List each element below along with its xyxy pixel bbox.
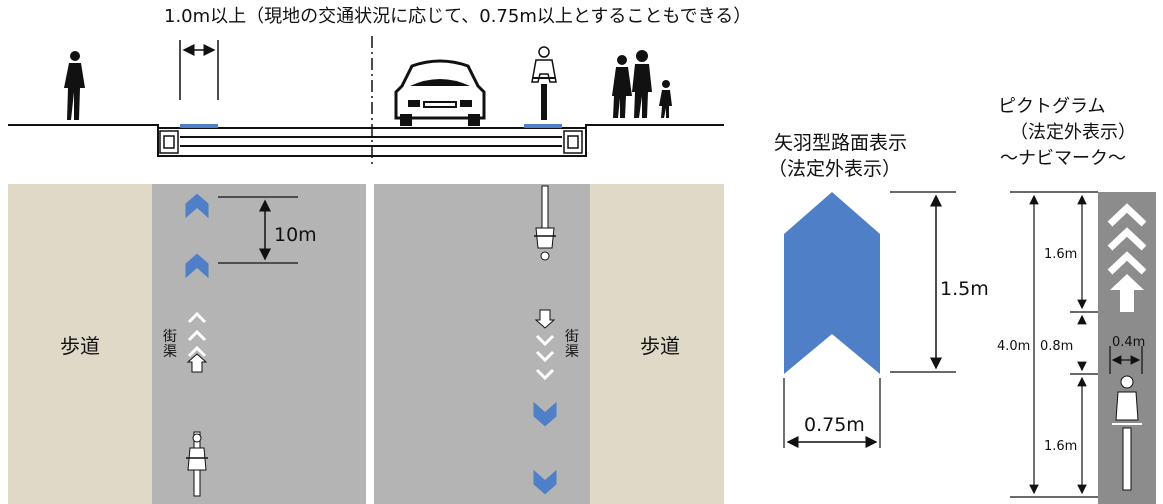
sidewalk-right xyxy=(590,184,724,504)
bike-icon-left xyxy=(186,431,208,497)
arrow-marking-height: 1.5m xyxy=(940,278,989,300)
sidewalk-label-left: 歩道 xyxy=(60,334,100,358)
arrow-marking-detail xyxy=(783,191,956,448)
pictogram-detail xyxy=(1010,191,1156,504)
pictogram-left xyxy=(186,312,208,497)
cyclist-icon xyxy=(531,46,557,120)
car-icon xyxy=(394,59,486,126)
width-note: 1.0m以上（現地の交通状況に応じて、0.75m以上とすることもできる） xyxy=(164,6,752,27)
ground-line-right xyxy=(585,124,724,128)
bike-icon-right xyxy=(534,185,556,261)
arrow-spacing-label: 10m xyxy=(274,224,317,246)
pictogram-title-1: ピクトグラム xyxy=(998,96,1106,117)
cross-section xyxy=(8,36,724,168)
blue-marking-right xyxy=(524,124,562,128)
pictogram-segment-gap: 0.8m xyxy=(1040,339,1074,354)
arrow-marking-shape xyxy=(784,192,880,374)
sidewalk-label-right: 歩道 xyxy=(640,334,680,358)
pictogram-width: 0.4m xyxy=(1112,335,1146,350)
pictogram-segment-bottom: 1.6m xyxy=(1044,439,1078,454)
pictogram-title-2: （法定外表示） xyxy=(1010,122,1136,143)
arrow-marking-title-1: 矢羽型路面表示 xyxy=(774,132,908,154)
sidewalk-left xyxy=(8,184,152,504)
pictogram-segment-top: 1.6m xyxy=(1044,247,1078,262)
gutter-label-right: 街渠 xyxy=(565,329,579,360)
pictogram-total-length: 4.0m xyxy=(997,339,1031,354)
pedestrian-icon xyxy=(64,51,85,120)
plan-view xyxy=(8,184,724,504)
pictogram-bike-icon xyxy=(1112,375,1142,491)
road-right xyxy=(374,184,590,504)
gutter-label-left: 街渠 xyxy=(163,329,177,360)
ground-line-left xyxy=(8,124,178,129)
blue-marking-left xyxy=(180,124,218,128)
arrow-marking-width: 0.75m xyxy=(804,414,865,436)
pedestrian-family-icon xyxy=(612,50,672,118)
arrow-marking-title-2: （法定外表示） xyxy=(768,158,902,180)
road-left xyxy=(152,184,366,504)
pictogram-title-3: ～ナビマーク～ xyxy=(1000,148,1126,169)
pictogram-right xyxy=(534,185,556,380)
